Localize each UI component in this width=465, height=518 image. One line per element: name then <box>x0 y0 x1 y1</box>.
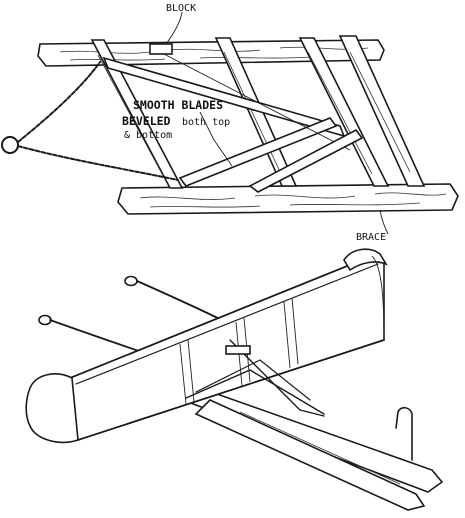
hitch-brace <box>185 339 325 417</box>
label-and-bottom: & bottom <box>124 130 172 141</box>
label-block: BLOCK <box>166 3 196 14</box>
block <box>149 43 173 55</box>
label-brace: BRACE <box>356 232 386 243</box>
front-cross-beam <box>117 183 459 215</box>
blade-plow-drawing <box>25 248 444 511</box>
label-beveled: BEVELED <box>122 114 171 128</box>
tow-chain <box>1 61 179 181</box>
label-both-top: both top <box>182 117 230 128</box>
plank-drag-drawing: BLOCK SMOOTH BLADES BEVELED both top & b… <box>1 3 459 243</box>
rear-cross-beam <box>37 39 385 67</box>
brace-leader <box>379 209 389 235</box>
diagonal-blades <box>102 51 364 193</box>
label-smooth-blades: SMOOTH BLADES <box>133 98 223 112</box>
blades-leader <box>199 111 233 167</box>
block-leader <box>165 11 183 45</box>
runners <box>186 387 444 511</box>
runner-handle <box>395 406 413 461</box>
